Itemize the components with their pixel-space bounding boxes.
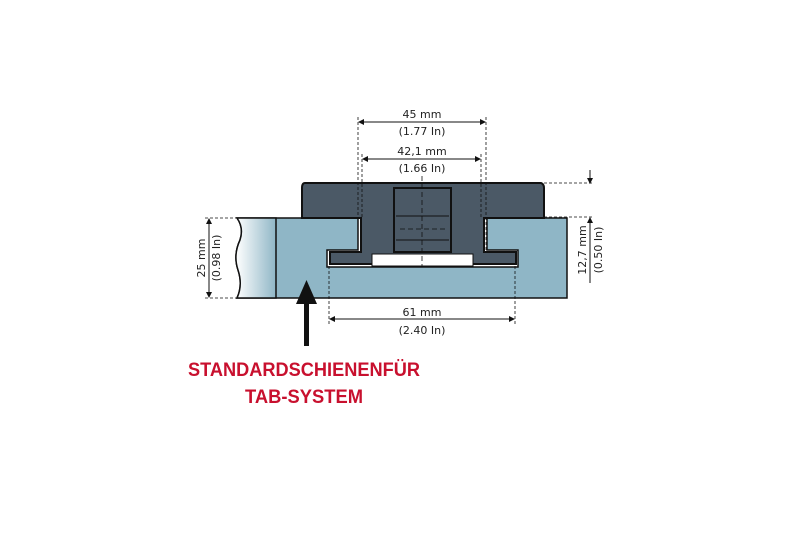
dim-12-7-mm: 12,7 mm xyxy=(576,225,589,274)
dimension-lines xyxy=(206,119,593,322)
caption-line-2: TAB-SYSTEM xyxy=(245,387,363,408)
center-channel xyxy=(393,187,452,253)
dim-45-mm: 45 mm xyxy=(403,108,442,121)
dim-61-in: (2.40 In) xyxy=(399,324,446,337)
arrow-up-icon xyxy=(296,280,317,346)
rail-cut-end xyxy=(235,217,277,299)
dim-25-mm: 25 mm xyxy=(195,239,208,278)
dim-25-in: (0.98 In) xyxy=(210,235,223,282)
dim-12-7-in: (0.50 In) xyxy=(592,227,605,274)
dim-45-in: (1.77 In) xyxy=(399,125,446,138)
extension-lines xyxy=(205,117,594,324)
dim-61-mm: 61 mm xyxy=(403,306,442,319)
dim-42-mm: 42,1 mm xyxy=(397,145,446,158)
carriage-profile xyxy=(301,176,545,267)
caption-line-1: STANDARDSCHIENENFÜR xyxy=(188,360,420,381)
carriage-base-gap xyxy=(371,253,474,267)
dim-42-in: (1.66 In) xyxy=(399,162,446,175)
